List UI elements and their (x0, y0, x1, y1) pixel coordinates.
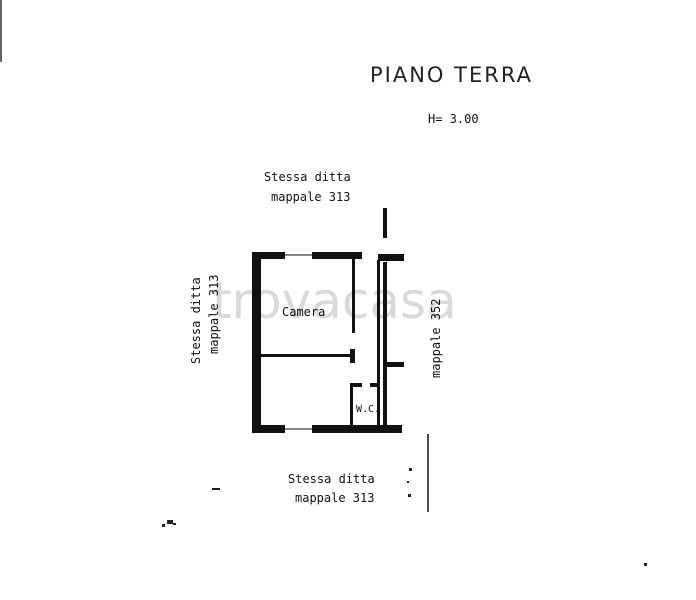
wall-corridor-west (377, 260, 380, 426)
wall-wc-top-right (370, 383, 379, 387)
wall-south-left (252, 425, 285, 433)
wall-east-stub (383, 362, 404, 367)
page-title: PIANO TERRA (370, 63, 533, 87)
wall-west (252, 252, 261, 432)
wall-corridor-east (383, 262, 387, 428)
neighbor-left-line2: mappale 313 (207, 275, 221, 354)
room-label-camera: Camera (282, 305, 325, 319)
neighbor-right-label: mappale 352 (429, 299, 443, 378)
watermark: trovacasa (212, 272, 457, 330)
wall-corridor-top (378, 254, 404, 261)
scan-specks (162, 468, 647, 566)
neighbor-left-line1: Stessa ditta (189, 277, 203, 364)
wall-camera-east (352, 259, 355, 333)
walls (252, 208, 404, 433)
wall-wc-west (350, 383, 353, 426)
wall-north-right (312, 252, 362, 259)
wall-wc-top-left (350, 383, 362, 387)
wall-interior (261, 354, 353, 357)
neighbor-top-line2: mappale 313 (271, 190, 350, 204)
wall-interior-jamb (350, 349, 355, 363)
wall-south-right (312, 425, 402, 433)
height-note: H= 3.00 (428, 112, 479, 126)
neighbor-top-line1: Stessa ditta (264, 170, 351, 184)
wall-north-left (252, 252, 285, 259)
room-label-wc: W.C. (356, 404, 380, 415)
neighbor-bottom-line2: mappale 313 (295, 491, 374, 505)
neighbor-bottom-line1: Stessa ditta (288, 472, 375, 486)
wall-corridor-jamb (383, 208, 387, 238)
